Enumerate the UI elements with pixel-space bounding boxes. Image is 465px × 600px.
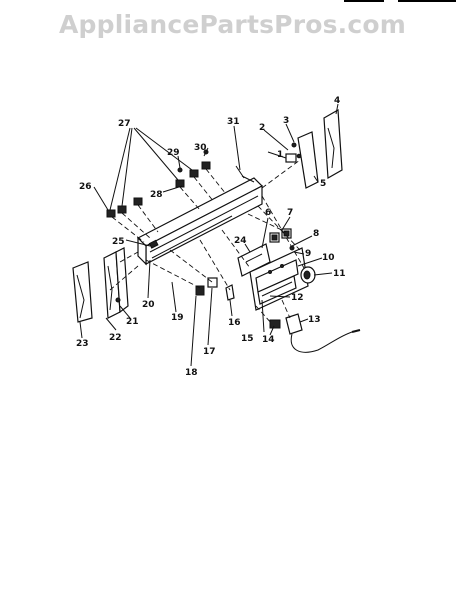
callout-12: 12 <box>291 293 304 303</box>
lower-small-parts <box>195 277 235 301</box>
leader-lines <box>79 103 339 367</box>
callout-22: 22 <box>109 333 122 343</box>
control-knob <box>300 266 316 284</box>
callout-16: 16 <box>228 318 241 328</box>
callout-24: 24 <box>234 236 247 246</box>
callout-11: 11 <box>333 269 346 279</box>
callout-31: 31 <box>227 117 240 127</box>
watermark-logo: AppliancePartsPros.com <box>58 10 407 39</box>
clock-module <box>237 243 309 311</box>
top-edge-mark <box>344 0 384 2</box>
callout-14: 14 <box>262 335 275 345</box>
control-panel-bar <box>136 165 264 266</box>
callout-17: 17 <box>203 347 216 357</box>
callout-9: 9 <box>305 249 311 259</box>
callout-3: 3 <box>283 116 289 126</box>
callout-19: 19 <box>171 313 184 323</box>
callout-23: 23 <box>76 339 89 349</box>
callout-labels: 1 2 3 4 5 6 7 8 9 10 11 12 13 14 15 16 1… <box>76 96 346 378</box>
callout-27: 27 <box>118 119 131 129</box>
rocker-switches <box>269 228 295 251</box>
callout-28: 28 <box>150 190 163 200</box>
callout-18: 18 <box>185 368 198 378</box>
callout-15: 15 <box>241 334 254 344</box>
callout-30: 30 <box>194 143 207 153</box>
probe-and-cord <box>269 313 361 353</box>
callout-8: 8 <box>313 229 319 239</box>
callout-10: 10 <box>322 253 335 263</box>
callout-7: 7 <box>287 208 293 218</box>
callout-1: 1 <box>277 150 283 160</box>
callout-21: 21 <box>126 317 139 327</box>
callout-2: 2 <box>259 123 265 133</box>
callout-5: 5 <box>320 179 326 189</box>
callout-4: 4 <box>334 96 340 106</box>
right-end-bracket <box>285 109 343 189</box>
callout-25: 25 <box>112 237 125 247</box>
callout-26: 26 <box>79 182 92 192</box>
top-edge-mark <box>398 0 456 2</box>
callout-29: 29 <box>167 148 180 158</box>
assembly-lines <box>109 159 305 325</box>
left-end-bracket <box>72 247 129 323</box>
callout-6: 6 <box>265 208 271 218</box>
callout-13: 13 <box>308 315 321 325</box>
callout-20: 20 <box>142 300 155 310</box>
